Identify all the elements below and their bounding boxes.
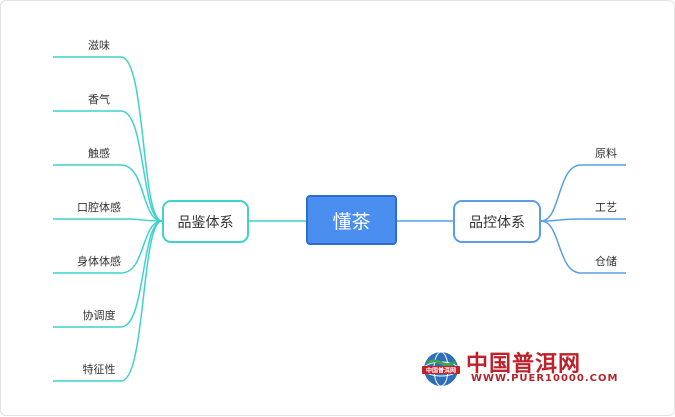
leaf-storage[interactable]: 仓储 [595, 255, 617, 268]
brand-name: 中国普洱网 [466, 351, 582, 377]
leaf-mouthfeel[interactable]: 触感 [88, 147, 110, 160]
root-node[interactable]: 懂茶 [306, 195, 397, 245]
leaf-aroma[interactable]: 香气 [88, 93, 110, 106]
globe-logo-icon: 中国普洱网 [422, 351, 460, 387]
leaf-craft[interactable]: 工艺 [595, 201, 617, 214]
leaf-body-sensation[interactable]: 身体体感 [77, 255, 121, 268]
globe-badge-text: 中国普洱网 [426, 367, 456, 375]
leaf-characteristic[interactable]: 特征性 [82, 363, 116, 376]
connector-left-leaf-3 [53, 218, 163, 222]
root-node-label: 懂茶 [332, 210, 371, 233]
leaf-harmony[interactable]: 协调度 [82, 309, 116, 322]
connector-right-leaf-2 [540, 220, 626, 274]
connector-right-leaf-1 [540, 218, 626, 222]
branch-node-label: 品控体系 [469, 214, 525, 231]
leaf-oral-sensation[interactable]: 口腔体感 [77, 201, 121, 214]
connector-right-leaf-0 [540, 164, 626, 222]
leaf-raw-material[interactable]: 原料 [595, 147, 617, 160]
branch-node-label: 品鉴体系 [177, 214, 234, 231]
connector-left-leaf-4 [53, 220, 163, 274]
branch-node-tasting-system[interactable]: 品鉴体系 [162, 200, 249, 243]
connector-left-leaf-1 [53, 110, 163, 222]
leaf-taste[interactable]: 滋味 [88, 39, 110, 52]
connector-left-leaf-6 [53, 220, 163, 382]
branch-node-quality-control-system[interactable]: 品控体系 [453, 200, 541, 243]
brand-url: WWW.PUER10000.COM [471, 373, 619, 384]
connector-left-leaf-5 [53, 220, 163, 328]
watermark-logo: 中国普洱网 中国普洱网 WWW.PUER10000.COM [421, 346, 636, 390]
connector-left-leaf-2 [53, 164, 163, 222]
connector-left-leaf-0 [53, 56, 163, 222]
